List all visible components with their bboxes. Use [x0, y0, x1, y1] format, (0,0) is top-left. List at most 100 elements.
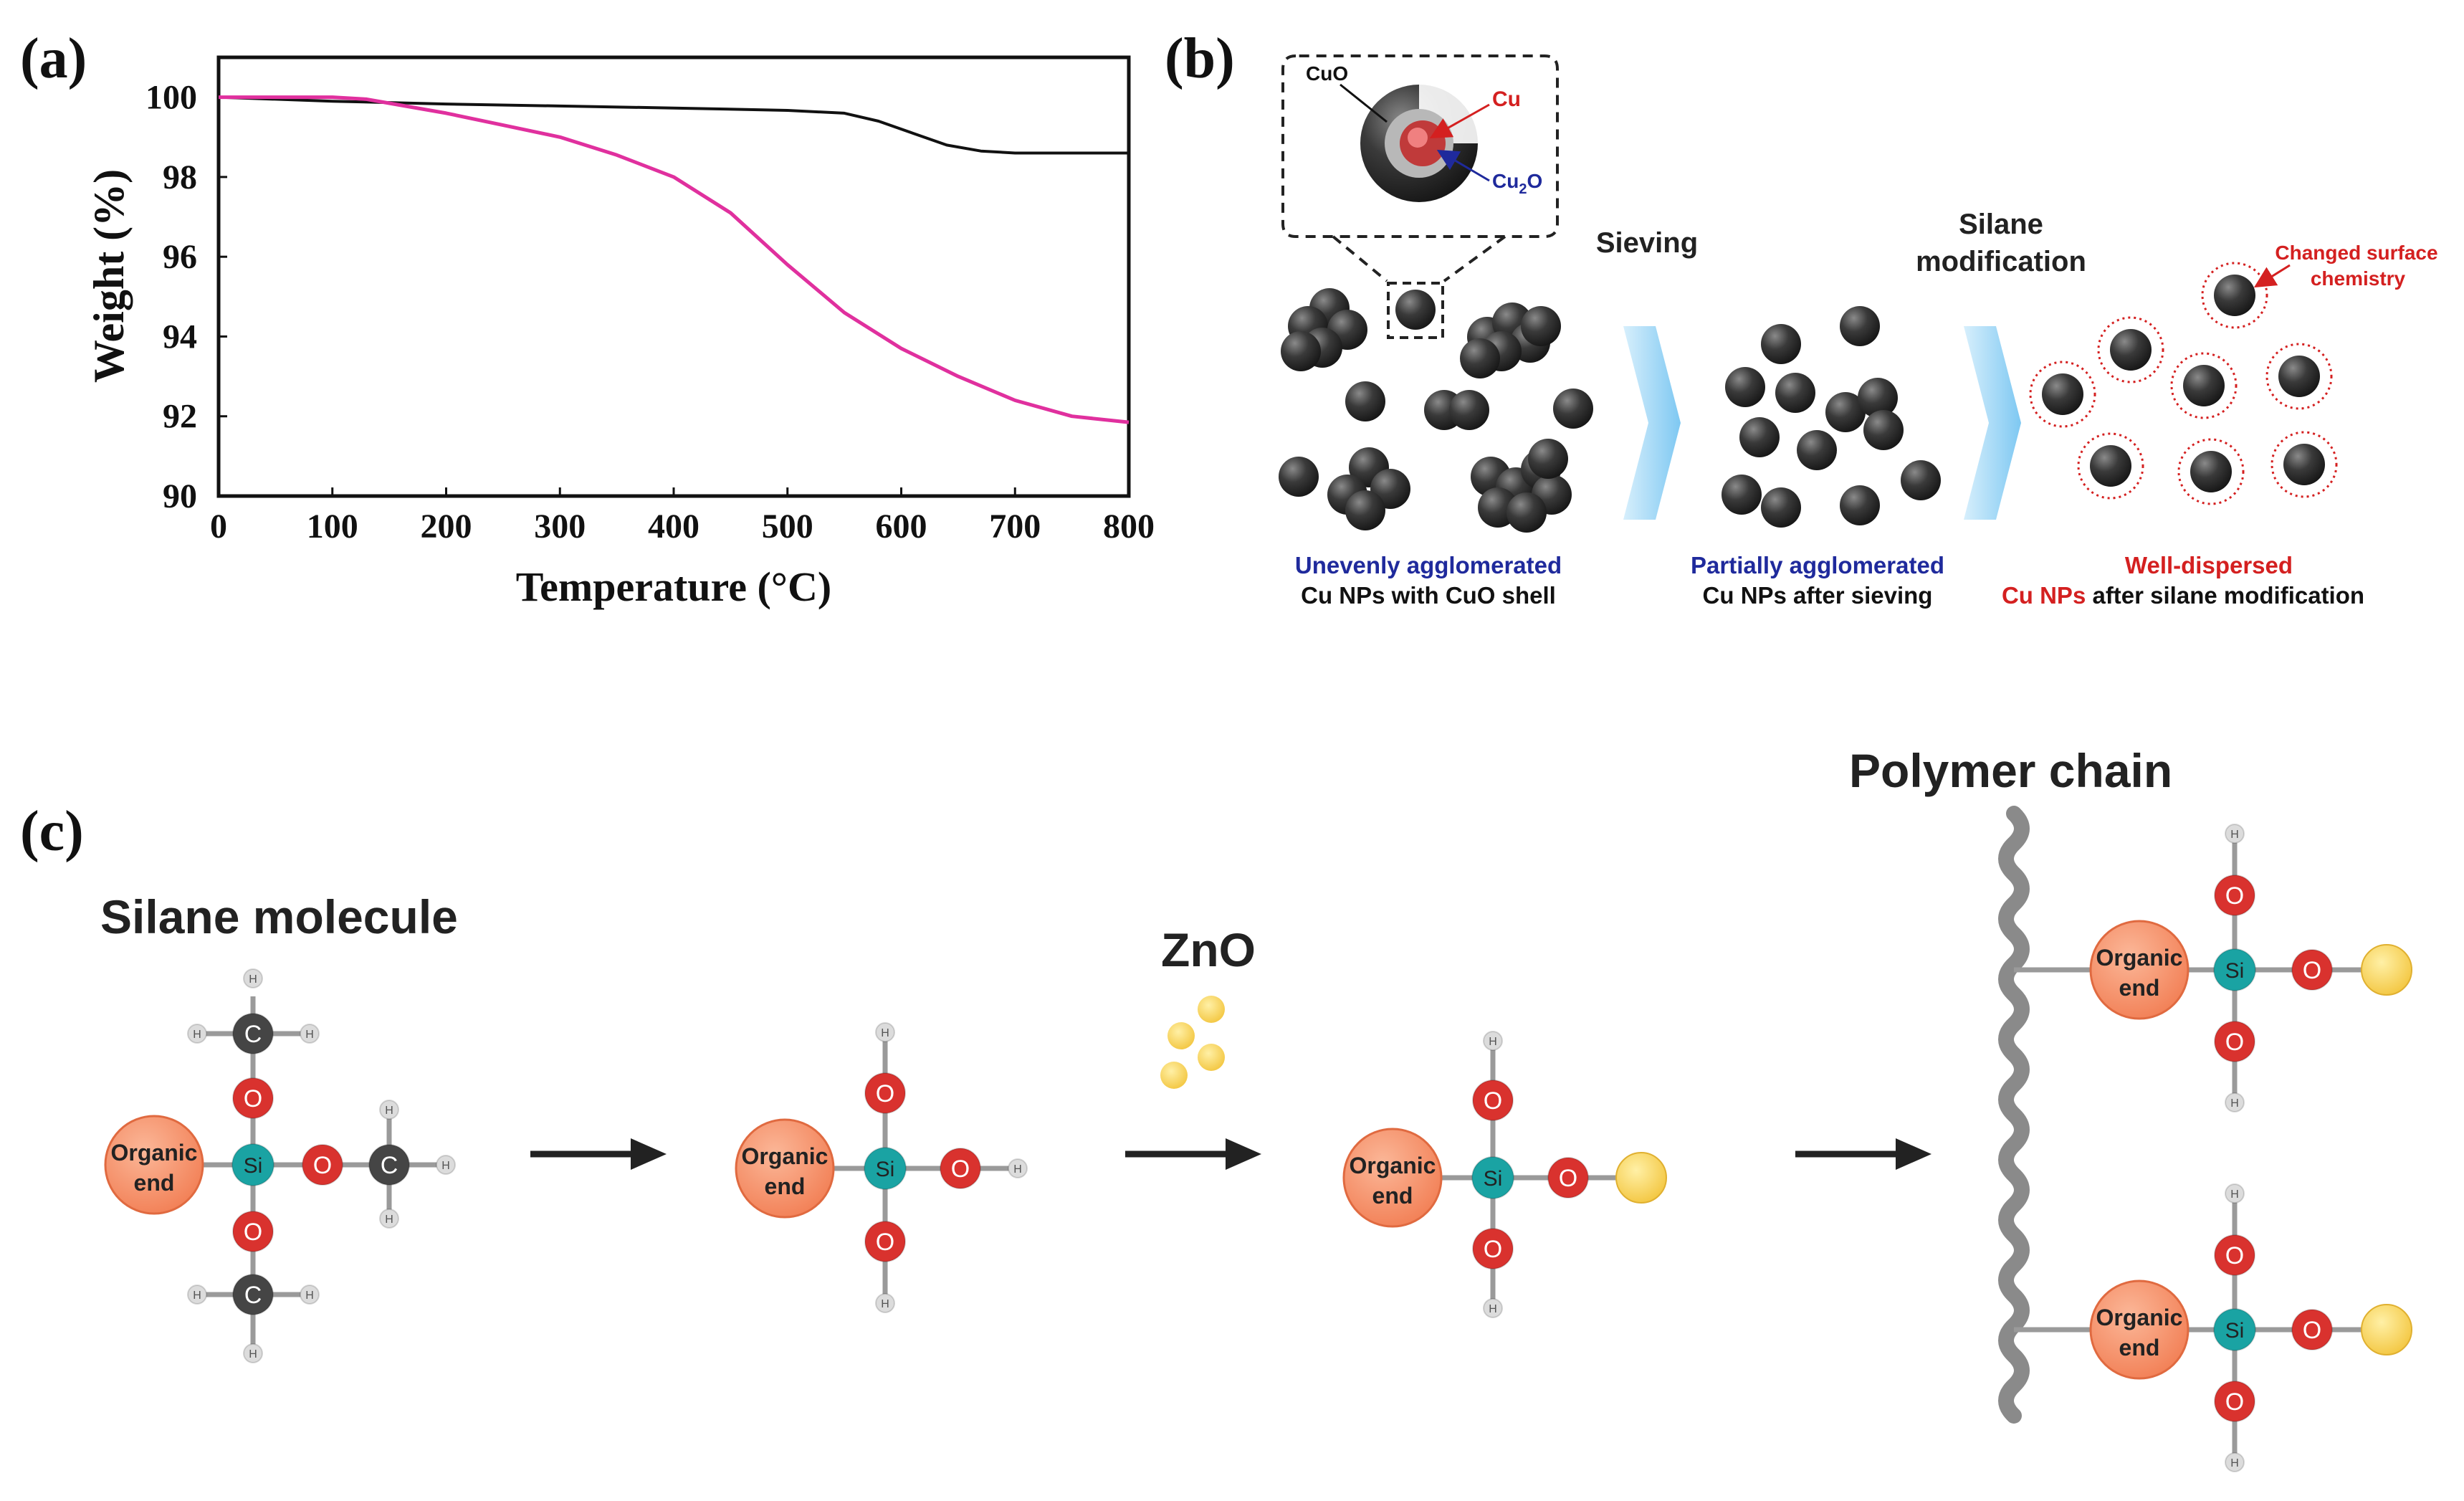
nanoparticle [1858, 378, 1898, 418]
y-axis-label: Weight (%) [85, 169, 133, 383]
hydrogen-atom-label: H [2230, 1457, 2239, 1469]
y-tick-label: 94 [163, 318, 197, 356]
y-tick-label: 90 [163, 477, 197, 515]
inset-callout [1281, 54, 1559, 238]
oxygen-atom-label: O [876, 1229, 894, 1256]
organic-end-label: end [2119, 1335, 2160, 1361]
nanoparticle [1863, 410, 1904, 450]
organic-end-label: end [2119, 975, 2160, 1001]
y-tick-label: 96 [163, 238, 197, 276]
hydrogen-atom [2225, 824, 2245, 844]
reaction-arrow-1 [530, 1138, 667, 1170]
plot-frame [216, 55, 1131, 498]
nanoparticle [1840, 485, 1880, 525]
hydrogen-atom [2225, 1452, 2245, 1472]
nanoparticle [1460, 338, 1500, 378]
silane-molecule-title: Silane molecule [100, 890, 458, 943]
hydrogen-atom [875, 1293, 895, 1313]
hydrogen-atom-label: H [305, 1290, 314, 1302]
inset-cu-label: Cu [1492, 87, 1521, 111]
silane-shell [2170, 352, 2238, 419]
reaction-arrow-2 [1125, 1138, 1261, 1170]
hydrogen-atom [1483, 1031, 1503, 1051]
organic-end-label: end [1372, 1183, 1413, 1209]
modified-nanoparticle [2283, 444, 2325, 485]
core-shell-particle [1360, 82, 1480, 202]
silicon-atom-label: Si [1484, 1167, 1503, 1191]
nanoparticle [1725, 367, 1765, 407]
modified-nanoparticle [2214, 275, 2255, 316]
oxygen-atom-label: O [1484, 1087, 1502, 1115]
silicon-atom [2213, 1308, 2256, 1351]
hydrogen-atom-label: H [1013, 1163, 1022, 1176]
oxygen-atom [2291, 1309, 2333, 1350]
hydrogen-atom [187, 1285, 207, 1305]
oxygen-atom-label: O [1484, 1236, 1502, 1263]
nanoparticle [1722, 475, 1762, 515]
panel-label-b: (b) [1165, 27, 1235, 90]
silane-shell [2265, 343, 2333, 410]
hydrogen-atom [379, 1209, 399, 1229]
carbon-atom-label: C [244, 1021, 262, 1048]
nanoparticle [1345, 490, 1385, 530]
organic-end-label: Organic [2096, 945, 2183, 971]
nanoparticle [1528, 439, 1568, 479]
silane-shell [2270, 431, 2338, 498]
nanoparticle [1775, 373, 1815, 413]
zno-title: ZnO [1161, 923, 1256, 976]
hydrogen-atom [2225, 1092, 2245, 1112]
oxygen-atom [232, 1077, 274, 1119]
hydrogen-atom [300, 1024, 320, 1044]
y-tick-label: 100 [145, 79, 197, 117]
hydrogen-atom [379, 1100, 399, 1120]
hydrogen-atom-label: H [2230, 829, 2239, 841]
panel-label-c: (c) [20, 800, 84, 863]
organic-end [2089, 1280, 2190, 1380]
nanoparticle [1739, 417, 1780, 457]
oxygen-atom-label: O [1559, 1165, 1577, 1192]
silane-label-line2: modification [1916, 246, 2086, 277]
organic-end [735, 1118, 835, 1219]
nanoparticle [1840, 306, 1880, 346]
hydrogen-atom-label: H [193, 1290, 201, 1302]
x-tick-label: 100 [307, 508, 358, 545]
oxygen-atom-label: O [313, 1152, 332, 1179]
hydrogen-atom-label: H [881, 1298, 889, 1310]
zno-particles [1160, 996, 1225, 1089]
plot-series [218, 95, 1130, 424]
x-tick-label: 800 [1103, 508, 1155, 545]
oxygen-atom [232, 1211, 274, 1252]
inset-cuo-pointer [1340, 83, 1388, 123]
nanoparticle [1345, 381, 1385, 421]
carbon-atom [368, 1144, 410, 1186]
carbon-atom-label: C [381, 1152, 398, 1179]
y-tick-label: 98 [163, 158, 197, 196]
hydrogen-atom-label: H [249, 1348, 257, 1361]
oxygen-atom [2291, 949, 2333, 991]
nanoparticle [1761, 324, 1801, 364]
carbon-atom [232, 1013, 274, 1054]
changed-surface-line2: chemistry [2311, 267, 2406, 290]
hydrogen-atom-label: H [305, 1029, 314, 1041]
nanoparticle [1279, 457, 1319, 497]
oxygen-atom-label: O [244, 1219, 262, 1246]
sieved-particles [1722, 306, 1941, 528]
silicon-atom-label: Si [876, 1158, 895, 1181]
oxygen-atom-label: O [951, 1155, 970, 1183]
oxygen-atom-label: O [2225, 1029, 2244, 1056]
hydrogen-atom [436, 1155, 456, 1175]
nanoparticle [1506, 492, 1547, 533]
oxygen-atom [1547, 1157, 1589, 1199]
silicon-atom [231, 1143, 274, 1186]
organic-end-label: Organic [742, 1143, 829, 1169]
oxygen-atom [864, 1072, 906, 1114]
organic-end-label: Organic [2096, 1305, 2183, 1330]
silicon-atom-label: Si [2225, 959, 2245, 983]
sieving-label: Sieving [1596, 227, 1698, 259]
hydrogen-atom [1008, 1158, 1028, 1178]
x-tick-label: 500 [762, 508, 813, 545]
modified-nanoparticle [2110, 329, 2152, 371]
